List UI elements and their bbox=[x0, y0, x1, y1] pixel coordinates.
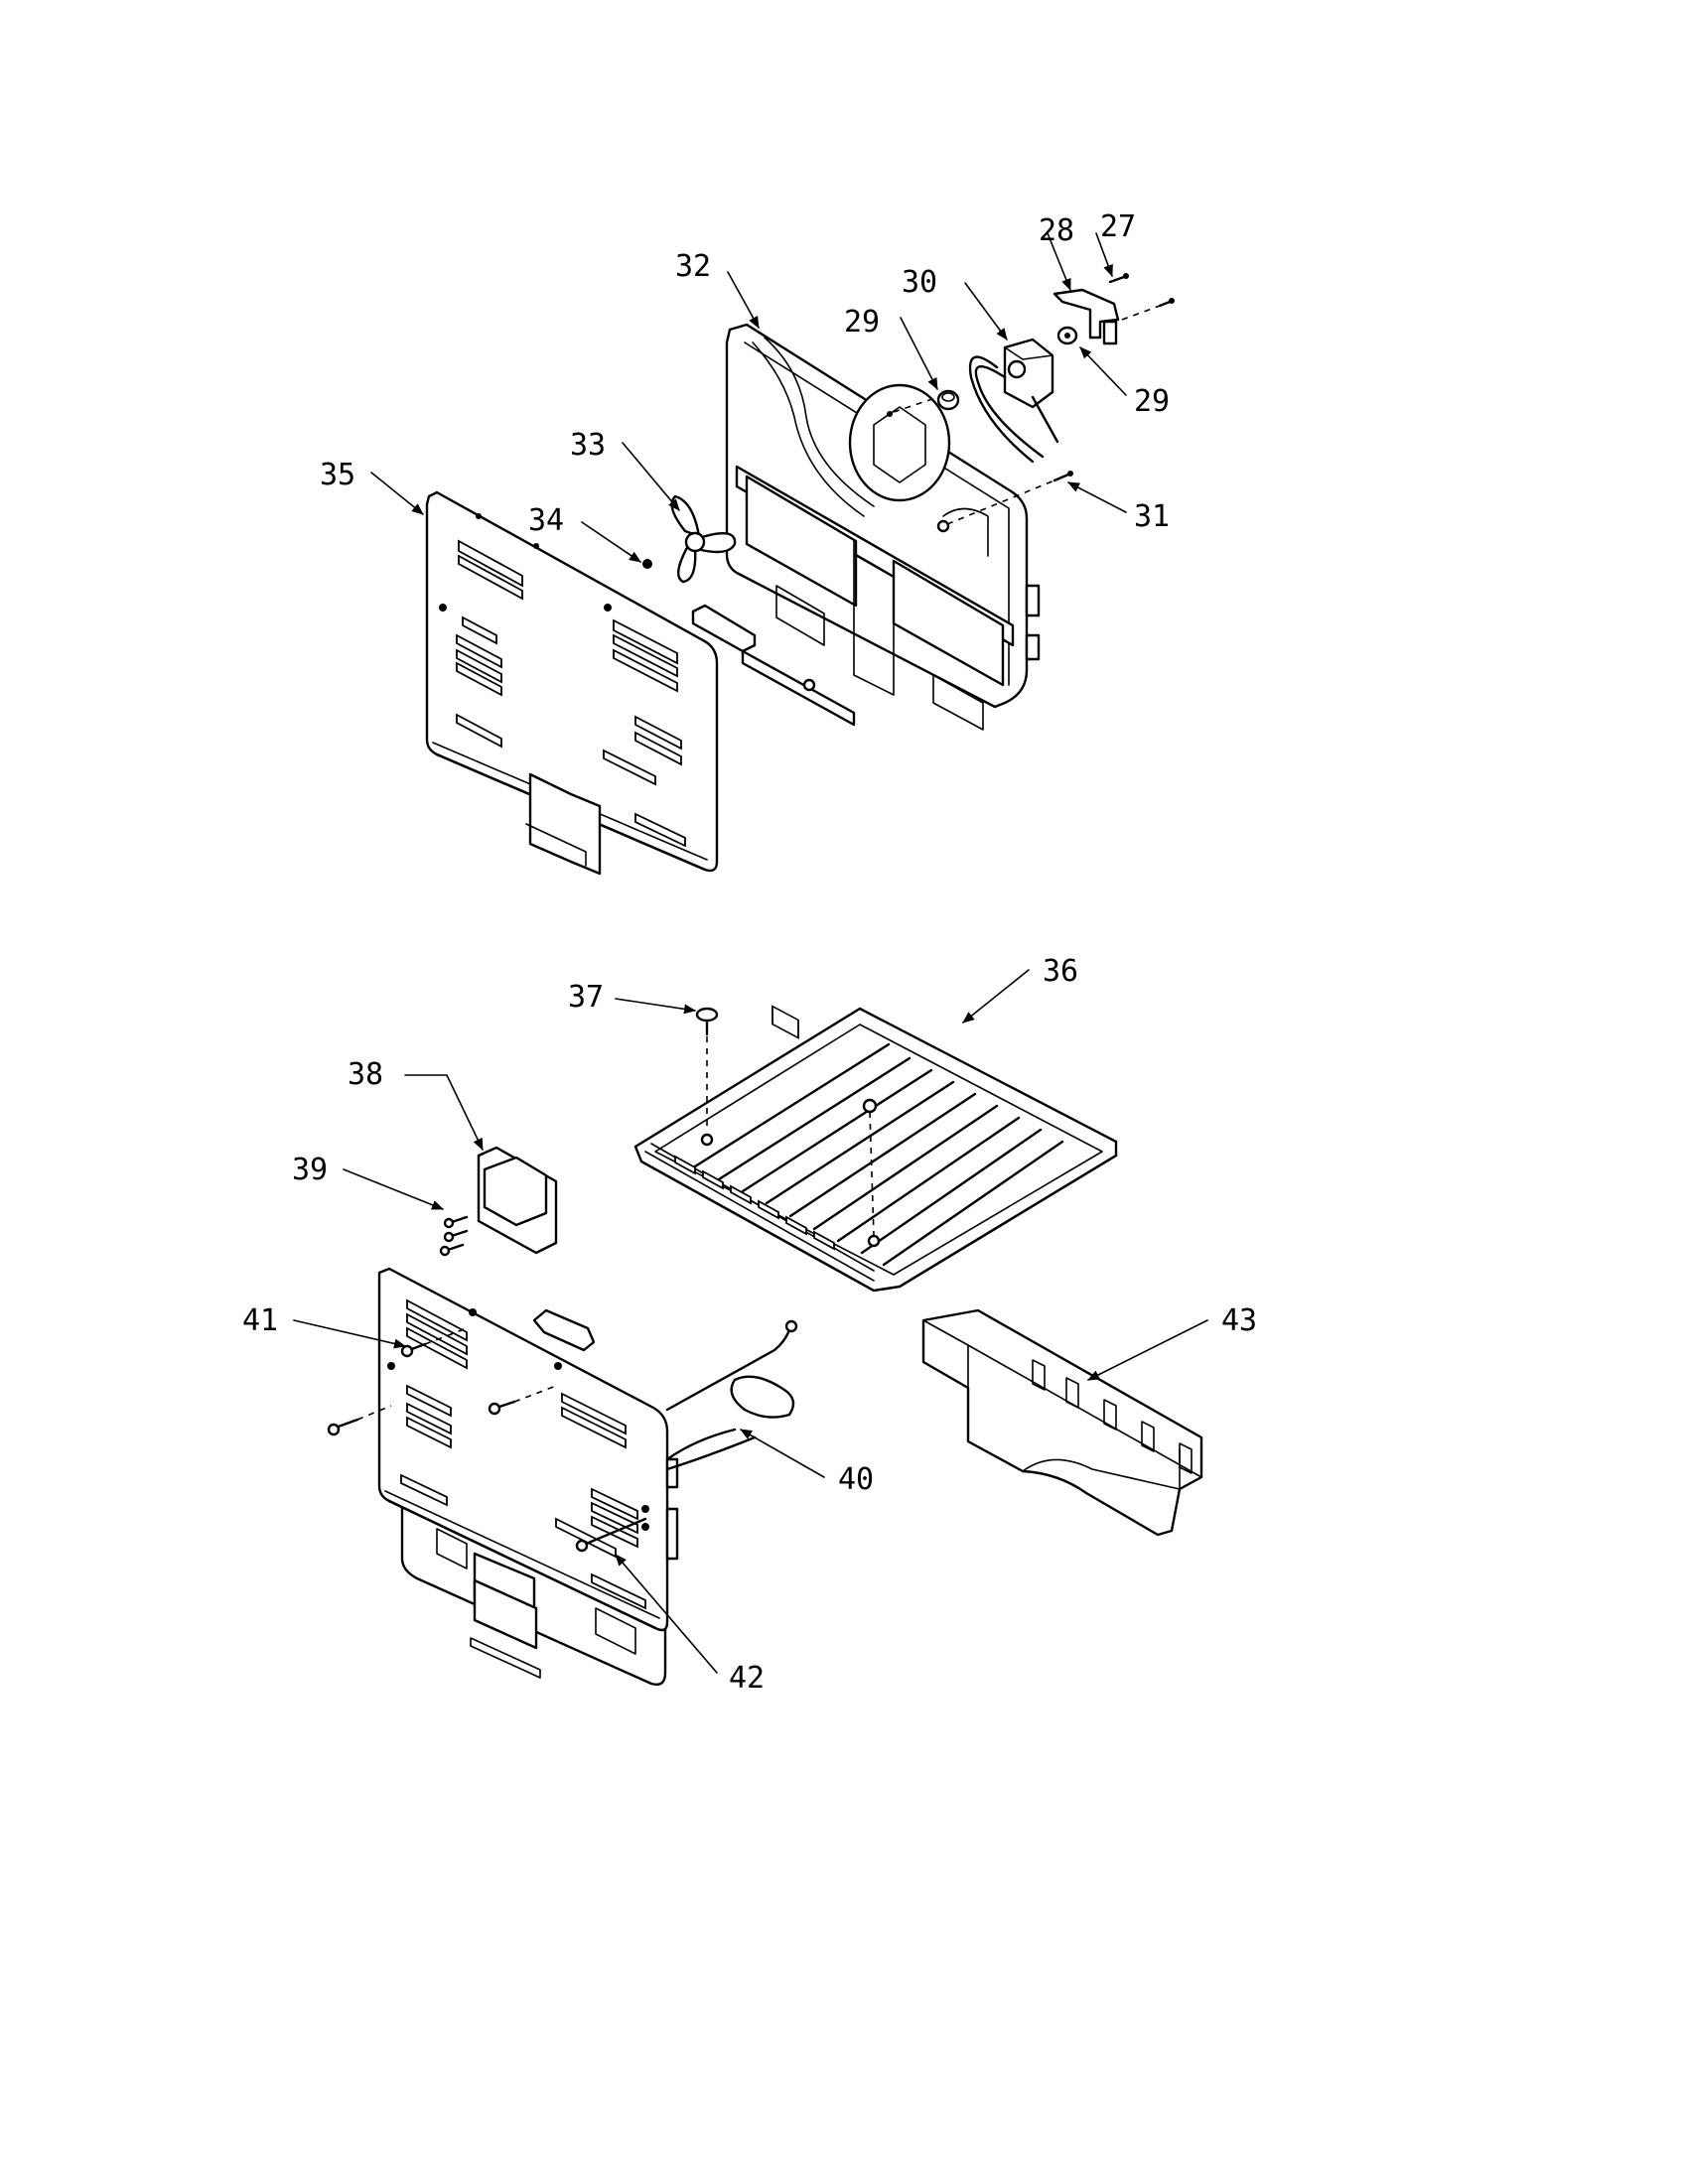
callout-38: 38 bbox=[348, 1057, 383, 1092]
callout-29-upper: 29 bbox=[844, 305, 880, 340]
callout-36: 36 bbox=[1043, 954, 1078, 989]
callout-29-right: 29 bbox=[1134, 384, 1170, 419]
lower-cover-panel bbox=[377, 1267, 679, 1687]
part-36-shelf bbox=[633, 1007, 1118, 1293]
callout-30: 30 bbox=[902, 265, 937, 300]
callout-35: 35 bbox=[320, 458, 355, 492]
part-43-insulation-block bbox=[921, 1308, 1203, 1537]
part-38-light-housing bbox=[477, 1146, 558, 1255]
leader-lines bbox=[293, 232, 1208, 1674]
callout-40: 40 bbox=[838, 1462, 874, 1497]
part-39-screws bbox=[439, 1215, 469, 1257]
part-40-heater-wire bbox=[665, 1319, 798, 1471]
callout-27: 27 bbox=[1100, 209, 1136, 244]
callout-labels: 27 28 29 29 30 31 32 33 34 35 36 37 38 3… bbox=[242, 209, 1257, 1696]
part-28-motor-bracket bbox=[1052, 288, 1120, 345]
part-30-fan-motor bbox=[968, 338, 1059, 464]
callout-28: 28 bbox=[1039, 213, 1074, 248]
callout-39: 39 bbox=[292, 1153, 328, 1187]
callout-41: 41 bbox=[242, 1303, 278, 1338]
callout-37: 37 bbox=[568, 980, 604, 1015]
part-27-screw bbox=[1108, 273, 1175, 321]
callout-42: 42 bbox=[729, 1661, 765, 1696]
part-29-grommet-right bbox=[1056, 326, 1078, 345]
part-29-grommet-left bbox=[936, 389, 960, 411]
callout-33: 33 bbox=[570, 428, 606, 463]
part-41-screws bbox=[327, 1327, 557, 1436]
part-34-nut bbox=[642, 559, 652, 569]
part-35-front-cover-panel bbox=[425, 490, 719, 876]
part-32-evaporator-cover bbox=[725, 323, 1041, 1039]
callout-34: 34 bbox=[528, 503, 564, 538]
callout-32: 32 bbox=[675, 249, 711, 284]
part-31-screw bbox=[936, 471, 1073, 533]
part-42-screws bbox=[575, 1517, 647, 1553]
part-33-fan-blade bbox=[670, 494, 737, 584]
callout-43: 43 bbox=[1221, 1303, 1257, 1338]
part-37-screw bbox=[695, 1007, 719, 1132]
screw-head bbox=[887, 411, 893, 417]
callout-31: 31 bbox=[1134, 499, 1170, 534]
screw-guide-line bbox=[893, 396, 939, 413]
drain-trough bbox=[691, 604, 856, 727]
